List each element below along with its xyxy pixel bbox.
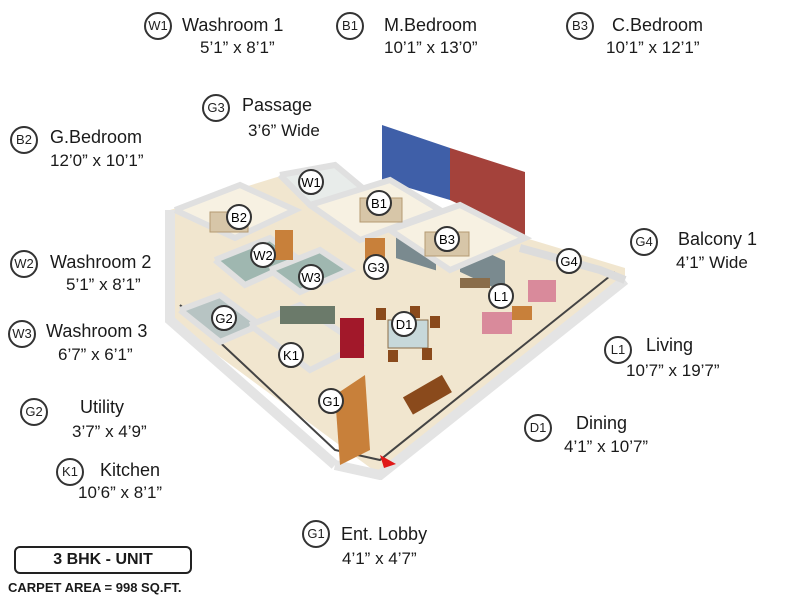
entry-arrow <box>380 455 396 468</box>
plan-badge-g2-text: G2 <box>215 311 232 326</box>
legend-badge-g1: G1 <box>302 520 330 548</box>
legend-size-w1: 5’1” x 8’1” <box>200 38 275 57</box>
legend-name-w1: Washroom 1 <box>182 15 284 35</box>
plan-badge-w2: W2 <box>250 242 276 268</box>
plan-badge-l1: L1 <box>488 283 514 309</box>
legend-name-b1: M.Bedroom <box>384 15 478 35</box>
outer-wall-left <box>165 210 339 469</box>
legend-size-w2: 5’1” x 8’1” <box>66 275 141 294</box>
legend-size-b3: 10’1” x 12’1” <box>606 38 700 57</box>
legend-name-g2: Utility <box>80 397 124 417</box>
legend-size-b1: 10’1” x 13’0” <box>384 38 478 57</box>
chair-4 <box>388 350 398 362</box>
legend-size-g2: 3’7” x 4’9” <box>72 422 147 441</box>
plan-badge-l1-text: L1 <box>494 289 508 304</box>
entrance-door <box>335 375 370 465</box>
legend-size-w3: 6’7” x 6’1” <box>58 345 133 364</box>
legend-size-g1: 4’1” x 4’7” <box>342 549 417 568</box>
legend-badge-w2: W2 <box>10 250 38 278</box>
red-accent-wall <box>450 148 525 235</box>
plan-badge-k1: K1 <box>278 342 304 368</box>
legend-name-k1: Kitchen <box>100 460 161 480</box>
legend-size-k1: 10’6” x 8’1” <box>78 483 163 502</box>
plan-badge-b3: B3 <box>434 226 460 252</box>
plan-badge-w1: W1 <box>298 169 324 195</box>
legend-size-d1: 4’1” x 10’7” <box>564 437 649 456</box>
legend-name-g3: Passage <box>242 95 313 115</box>
legend-badge-b3: B3 <box>566 12 594 40</box>
refrigerator <box>340 318 364 358</box>
sofa-2 <box>528 280 556 302</box>
legend-name-l1: Living <box>646 335 694 355</box>
legend-name-g4: Balcony 1 <box>678 229 758 249</box>
legend-size-b2: 12’0” x 10’1” <box>50 151 144 170</box>
wardrobe-door <box>275 230 293 260</box>
blue-accent-wall <box>382 125 450 200</box>
kitchen-counter <box>280 306 335 324</box>
legend-size-g3: 3’6” Wide <box>248 121 320 140</box>
shoe-rack <box>402 374 452 415</box>
plan-badge-g2: G2 <box>211 305 237 331</box>
legend-badge-g4: G4 <box>630 228 658 256</box>
outer-wall-right <box>333 276 629 480</box>
chair-1 <box>376 308 386 320</box>
legend-size-g4: 4’1” Wide <box>676 253 748 272</box>
plan-badge-w1-text: W1 <box>301 175 321 190</box>
plan-badge-g3-text: G3 <box>367 260 384 275</box>
plan-badge-d1-text: D1 <box>396 317 413 332</box>
legend-name-w3: Washroom 3 <box>46 321 148 341</box>
plan-badge-b1: B1 <box>366 190 392 216</box>
legend-size-l1: 10’7” x 19’7” <box>626 361 720 380</box>
plan-badge-k1-text: K1 <box>283 348 299 363</box>
legend-badge-g3: G3 <box>202 94 230 122</box>
carpet-area-label: CARPET AREA = 998 SQ.FT. <box>8 580 182 595</box>
plan-badge-b2: B2 <box>226 204 252 230</box>
coffee-table <box>512 306 532 320</box>
legend-name-b3: C.Bedroom <box>612 15 704 35</box>
chair-3 <box>430 316 440 328</box>
legend-badge-k1: K1 <box>56 458 84 486</box>
chair-5 <box>422 348 432 360</box>
legend-badge-w1: W1 <box>144 12 172 40</box>
legend-name-g1: Ent. Lobby <box>341 524 428 544</box>
plan-badge-w3-text: W3 <box>301 270 321 285</box>
legend-badge-b2: B2 <box>10 126 38 154</box>
legend-name-d1: Dining <box>576 413 628 433</box>
legend-name-w2: Washroom 2 <box>50 252 152 272</box>
plan-badge-g4-text: G4 <box>560 254 577 269</box>
legend-badge-b1: B1 <box>336 12 364 40</box>
legend-badge-g2: G2 <box>20 398 48 426</box>
floor-plan-illustration: W1 B1 B2 B3 W2 W3 G3 G4 L1 G2 D1 K1 G1 <box>165 125 629 480</box>
plan-badge-d1: D1 <box>391 311 417 337</box>
plan-badge-g4: G4 <box>556 248 582 274</box>
unit-type-label: 3 BHK - UNIT <box>14 546 192 574</box>
plan-badge-w3: W3 <box>298 264 324 290</box>
chair-2 <box>410 306 420 318</box>
tv-unit <box>460 278 490 288</box>
plan-badge-g1: G1 <box>318 388 344 414</box>
legend-name-b2: G.Bedroom <box>50 127 143 147</box>
legend-badge-w3: W3 <box>8 320 36 348</box>
legend-badge-l1: L1 <box>604 336 632 364</box>
plan-badge-b3-text: B3 <box>439 232 455 247</box>
legend-badge-d1: D1 <box>524 414 552 442</box>
sofa-1 <box>482 312 512 334</box>
plan-badges: W1 B1 B2 B3 W2 W3 G3 G4 L1 G2 D1 K1 G1 <box>211 169 582 414</box>
plan-badge-g1-text: G1 <box>322 394 339 409</box>
plan-badge-w2-text: W2 <box>253 248 273 263</box>
balcony-railing <box>518 244 627 284</box>
plan-badge-b1-text: B1 <box>371 196 387 211</box>
plan-badge-g3: G3 <box>363 254 389 280</box>
plan-badge-b2-text: B2 <box>231 210 247 225</box>
